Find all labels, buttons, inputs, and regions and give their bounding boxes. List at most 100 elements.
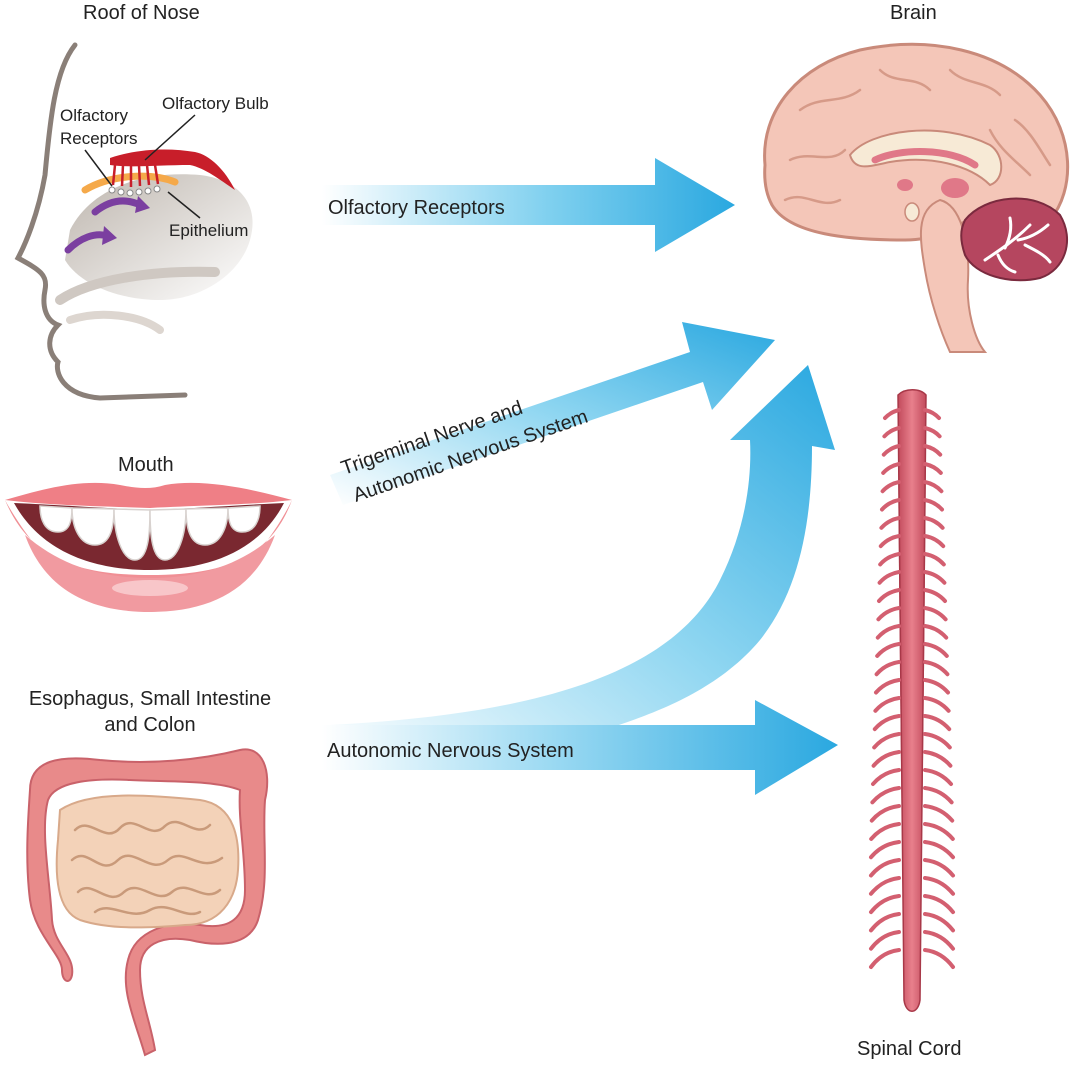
spinal-nerve-left [880, 498, 901, 512]
receptor-cells [108, 185, 161, 197]
spinal-nerve-left [881, 462, 901, 475]
spinal-nerve-right [923, 642, 949, 658]
spinal-nerve-left [877, 588, 901, 603]
arrow-autonomic [322, 700, 838, 795]
lip-shadow [66, 310, 164, 334]
spinal-nerve-left [874, 660, 901, 677]
spinal-nerve-left [881, 444, 901, 457]
brain-sulci [783, 68, 1052, 205]
spinal-nerve-right [923, 768, 953, 786]
upper-lip [5, 482, 292, 508]
spinal-nerve-right [923, 678, 950, 695]
spinal-nerve-right [923, 894, 955, 915]
spinal-nerve-left [869, 822, 901, 841]
spinal-nerve-right [923, 696, 951, 713]
fornix [871, 148, 979, 169]
spinal-nerve-left [878, 552, 901, 567]
spinal-nerve-left [871, 750, 901, 768]
spinal-cord-illustration [869, 389, 955, 1012]
spinal-nerve-left [875, 624, 901, 640]
brain-illustration [763, 42, 1070, 353]
spinal-nerve-right [923, 552, 946, 567]
arrow-label-autonomic: Autonomic Nervous System [327, 740, 574, 762]
label-gut-1: Esophagus, Small Intestine [28, 688, 272, 710]
arrows [322, 158, 838, 795]
face-profile [14, 42, 188, 401]
spinal-nerve-left [869, 912, 901, 933]
arbor-vitae [983, 216, 1052, 274]
spinal-nerve-right [923, 948, 955, 969]
spinal-nerve-right [923, 498, 944, 512]
spinal-nerve-right [923, 570, 947, 585]
spinal-nerve-right [923, 804, 955, 823]
pituitary [904, 202, 920, 222]
spinal-nerve-right [923, 462, 943, 475]
lower-lip-front [25, 535, 275, 612]
spinal-nerve-left [869, 894, 901, 915]
lip-highlight [112, 580, 188, 596]
spinal-nerve-left [869, 840, 901, 860]
airflow-arrow-icon [91, 197, 144, 216]
spinal-nerve-left [869, 948, 901, 969]
label-brain: Brain [890, 2, 937, 24]
spinal-nerve-right [923, 876, 955, 896]
spinal-nerve-right [923, 714, 952, 732]
spinal-nerve-right [923, 660, 950, 677]
label-roof-of-nose: Roof of Nose [83, 2, 200, 24]
spinal-nerve-left [878, 534, 901, 549]
spinal-nerve-left [869, 930, 901, 951]
arrow-label-olfactory: Olfactory Receptors [328, 197, 505, 219]
thalamus [941, 178, 969, 198]
spinal-nerve-right [923, 750, 953, 768]
spinal-nerve-left [877, 570, 901, 585]
spinal-nerve-left [871, 768, 901, 786]
label-gut-2: and Colon [104, 714, 196, 736]
arrow-olfactory [322, 158, 735, 252]
spinal-nerve-left [872, 732, 901, 750]
label-spinal-cord: Spinal Cord [857, 1038, 962, 1060]
nose-illustration [14, 42, 253, 401]
spinal-nerve-right [923, 480, 944, 494]
spinal-nerve-left [870, 786, 901, 805]
spinal-nerve-left [883, 408, 901, 420]
label-epithelium: Epithelium [169, 221, 249, 240]
spinal-nerve-left [872, 714, 901, 732]
spinal-nerve-right [923, 786, 954, 805]
spinal-nerve-right [923, 858, 955, 878]
intestine-illustration [26, 748, 269, 1057]
spinal-nerve-left [869, 858, 901, 878]
spinal-nerve-right [923, 426, 942, 439]
spinal-nerve-right [923, 930, 955, 951]
label-mouth: Mouth [118, 454, 174, 476]
corpus-callosum [848, 129, 1003, 187]
leader-epithelium [167, 191, 201, 219]
intestine-folds [70, 820, 224, 916]
airflow-arrowhead-icon [135, 196, 150, 213]
spinal-nerve-right [923, 534, 946, 549]
spinal-nerve-left [880, 480, 901, 494]
spinal-nerve-right [923, 840, 955, 860]
palate-line [55, 266, 220, 305]
label-olfactory-receptors-1: Olfactory [60, 106, 129, 125]
spinal-nerve-right [923, 624, 949, 640]
spinal-nerve-left [879, 516, 901, 530]
spinal-nerve-right [923, 822, 955, 841]
spinal-nerve-right [923, 516, 945, 530]
teeth [39, 505, 261, 561]
mouth-illustration [5, 482, 292, 612]
spinal-nerve-left [875, 642, 901, 658]
spinal-nerve-left [869, 876, 901, 896]
spinal-cord [897, 389, 927, 1012]
spinal-nerve-right [923, 912, 955, 933]
spinal-nerve-left [873, 696, 901, 713]
label-olfactory-bulb: Olfactory Bulb [162, 94, 269, 113]
leader-olfactory-bulb [144, 114, 196, 161]
airflow-arrowhead-icon-2 [102, 226, 117, 245]
arrow-gut-to-brain [330, 365, 835, 764]
leader-olfactory-receptors [84, 149, 113, 187]
spinal-nerve-left [869, 804, 901, 823]
spinal-nerve-right [923, 408, 941, 420]
label-olfactory-receptors-2: Receptors [60, 129, 138, 148]
spinal-nerve-right [923, 732, 952, 750]
